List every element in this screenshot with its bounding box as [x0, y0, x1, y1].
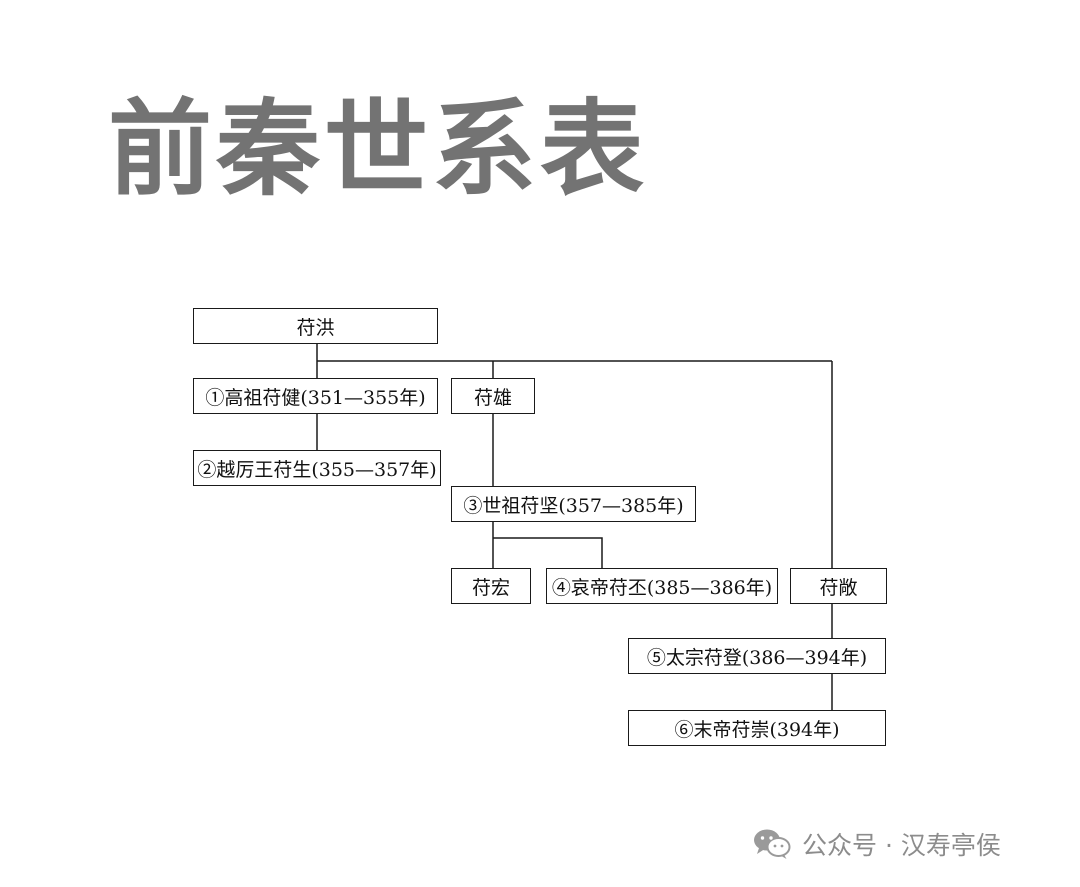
node-fu-chong: ⑥末帝苻崇(394年) — [628, 710, 886, 746]
edge-fu-jian-shizu-children — [492, 522, 603, 568]
wechat-icon — [754, 829, 791, 859]
node-fu-chang: 苻敞 — [790, 568, 887, 604]
watermark-text: 公众号 · 汉寿亭侯 — [802, 831, 1001, 860]
node-fu-hong: 苻洪 — [193, 308, 438, 344]
node-fu-pi: ④哀帝苻丕(385—386年) — [546, 568, 778, 604]
watermark: 公众号 · 汉寿亭侯 — [752, 826, 1001, 862]
node-fu-xiong: 苻雄 — [451, 378, 535, 414]
node-fu-sheng: ②越厉王苻生(355—357年) — [193, 450, 441, 486]
node-fu-jian-gaozu: ①高祖苻健(351—355年) — [193, 378, 438, 414]
page-title: 前秦世系表 — [108, 88, 649, 210]
node-fu-hong-2: 苻宏 — [451, 568, 531, 604]
edge-fu-hong-children — [316, 344, 833, 568]
node-fu-deng: ⑤太宗苻登(386—394年) — [628, 638, 886, 674]
node-fu-jian-shizu: ③世祖苻坚(357—385年) — [451, 486, 696, 522]
